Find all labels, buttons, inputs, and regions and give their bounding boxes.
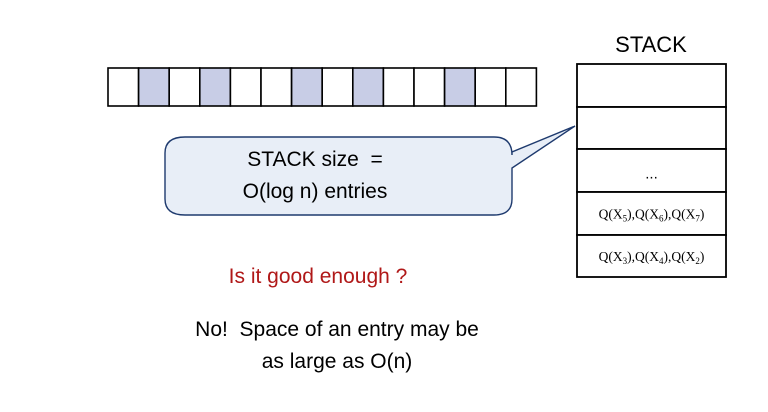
callout-line-1: STACK size =: [247, 148, 383, 171]
stack-row: [576, 106, 727, 150]
array-cell-shaded: [290, 67, 324, 107]
callout-bubble: [164, 125, 576, 216]
array-cell: [504, 67, 538, 107]
array-cell-shaded: [443, 67, 477, 107]
array-cell: [474, 67, 507, 107]
stack-ellipsis: ...: [645, 166, 658, 183]
array-cell: [107, 67, 140, 107]
question-text: Is it good enough ?: [229, 265, 408, 288]
stack-row: [576, 63, 727, 108]
array-cell: [382, 67, 415, 107]
answer-line-1: No! Space of an entry may be: [195, 318, 479, 341]
stack-title: STACK: [615, 32, 687, 57]
array-cell: [168, 67, 201, 107]
array-cell-shaded: [137, 67, 171, 107]
stack-row: [576, 148, 727, 193]
memory-array: [107, 67, 538, 107]
array-cell-shaded: [351, 67, 385, 107]
callout-line-2: O(log n) entries: [243, 180, 388, 203]
array-cell: [321, 67, 354, 107]
array-cell: [260, 67, 293, 107]
stack-entry-label: Q(X3),Q(X4),Q(X2): [599, 249, 705, 266]
array-cell: [229, 67, 262, 107]
array-cell: [413, 67, 446, 107]
answer-line-2: as large as O(n): [262, 350, 413, 373]
stack-row: [576, 234, 727, 278]
stack-entry-label: Q(X5),Q(X6),Q(X7): [599, 207, 705, 224]
array-cell-shaded: [199, 67, 232, 107]
stack: ... Q(X5),Q(X6),Q(X7) Q(X3),Q(X4),Q(X2): [576, 63, 727, 278]
